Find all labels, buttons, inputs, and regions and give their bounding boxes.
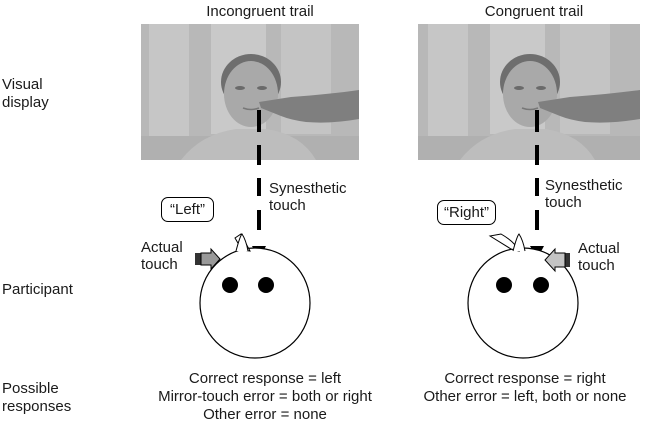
label-line: Actual	[578, 240, 620, 257]
label-line: touch	[545, 194, 582, 211]
spike-icon	[512, 233, 526, 252]
panel-title-congruent: Congruent trail	[484, 3, 584, 20]
speech-bubble-right: “Right”	[437, 200, 497, 225]
response-line: Correct response = right	[444, 370, 606, 387]
left-eye	[496, 277, 512, 293]
synesthetic-touch-label: Synesthetic touch	[269, 180, 347, 214]
speech-bubble-left: “Left”	[161, 197, 215, 222]
right-eye	[533, 277, 549, 293]
row-label-line: Visual	[2, 76, 43, 93]
row-label-line: responses	[2, 398, 72, 415]
label-line: Actual	[141, 239, 183, 256]
actual-touch-arrow-icon	[195, 247, 221, 271]
synesthetic-touch-label: Synesthetic touch	[545, 177, 623, 211]
diagram-incongruent	[195, 110, 311, 359]
response-line: Mirror-touch error = both or right	[158, 388, 372, 405]
response-line: Other error = none	[203, 406, 327, 423]
row-label-possible-responses: Possible responses	[2, 380, 71, 416]
actual-touch-arrow-icon	[544, 247, 570, 273]
participant-head	[199, 247, 311, 359]
response-line: Other error = left, both or none	[423, 388, 627, 405]
actual-touch-label: Actual touch	[141, 239, 183, 273]
panel-title-incongruent: Incongruent trail	[206, 3, 314, 20]
photo-incongruent	[141, 24, 359, 160]
label-line: Synesthetic	[269, 180, 347, 197]
response-line: Correct response = left	[188, 370, 342, 387]
row-label-participant: Participant	[2, 281, 73, 298]
photo-congruent	[418, 24, 640, 160]
diagram-congruent	[467, 110, 579, 359]
row-label-line: display	[2, 94, 49, 111]
label-line: touch	[141, 256, 178, 273]
label-line: touch	[269, 197, 306, 214]
responses-incongruent: Correct response = left Mirror-touch err…	[145, 370, 385, 424]
label-line: Synesthetic	[545, 177, 623, 194]
row-label-line: Possible	[2, 380, 59, 397]
label-line: touch	[578, 257, 615, 274]
right-eye	[258, 277, 274, 293]
row-label-visual-display: Visual display	[2, 76, 49, 112]
responses-congruent: Correct response = right Other error = l…	[400, 370, 650, 406]
spike-icon	[235, 233, 249, 252]
left-eye	[222, 277, 238, 293]
actual-touch-label: Actual touch	[578, 240, 620, 274]
